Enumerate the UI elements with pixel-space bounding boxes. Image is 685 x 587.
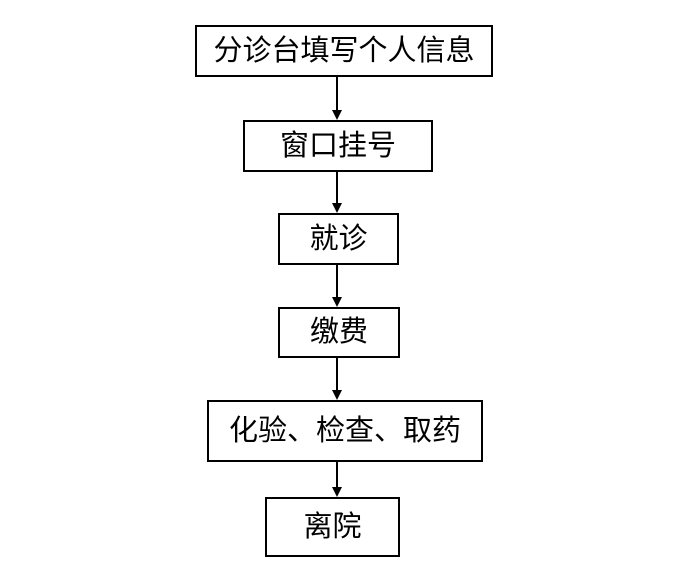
- arrow-shaft: [336, 265, 338, 299]
- arrow-down-icon: [332, 110, 342, 120]
- flow-node-leave-hospital: 离院: [265, 497, 400, 557]
- flow-arrow-4: [331, 358, 343, 400]
- arrow-shaft: [336, 462, 338, 489]
- flow-node-label: 缴费: [309, 316, 368, 348]
- arrow-shaft: [336, 77, 338, 112]
- flow-node-window-register: 窗口挂号: [243, 120, 433, 172]
- flow-arrow-5: [331, 462, 343, 497]
- arrow-down-icon: [332, 203, 342, 213]
- arrow-shaft: [336, 172, 338, 205]
- flow-node-label: 离院: [303, 510, 362, 543]
- flow-node-see-doctor: 就诊: [278, 213, 399, 265]
- arrow-down-icon: [332, 297, 342, 307]
- flow-node-label: 化验、检查、取药: [228, 414, 461, 447]
- flow-node-label: 就诊: [309, 222, 368, 255]
- flow-node-label: 分诊台填写个人信息: [213, 34, 475, 67]
- flow-arrow-2: [331, 172, 343, 213]
- arrow-shaft: [336, 358, 338, 392]
- flow-node-triage-fill-info: 分诊台填写个人信息: [195, 25, 493, 77]
- flow-node-tests-exams-medicine: 化验、检查、取药: [207, 400, 483, 462]
- flow-arrow-3: [331, 265, 343, 307]
- arrow-down-icon: [332, 487, 342, 497]
- arrow-down-icon: [332, 390, 342, 400]
- flow-node-label: 窗口挂号: [279, 129, 396, 162]
- flow-arrow-1: [331, 77, 343, 120]
- flow-node-pay-fee: 缴费: [278, 307, 400, 358]
